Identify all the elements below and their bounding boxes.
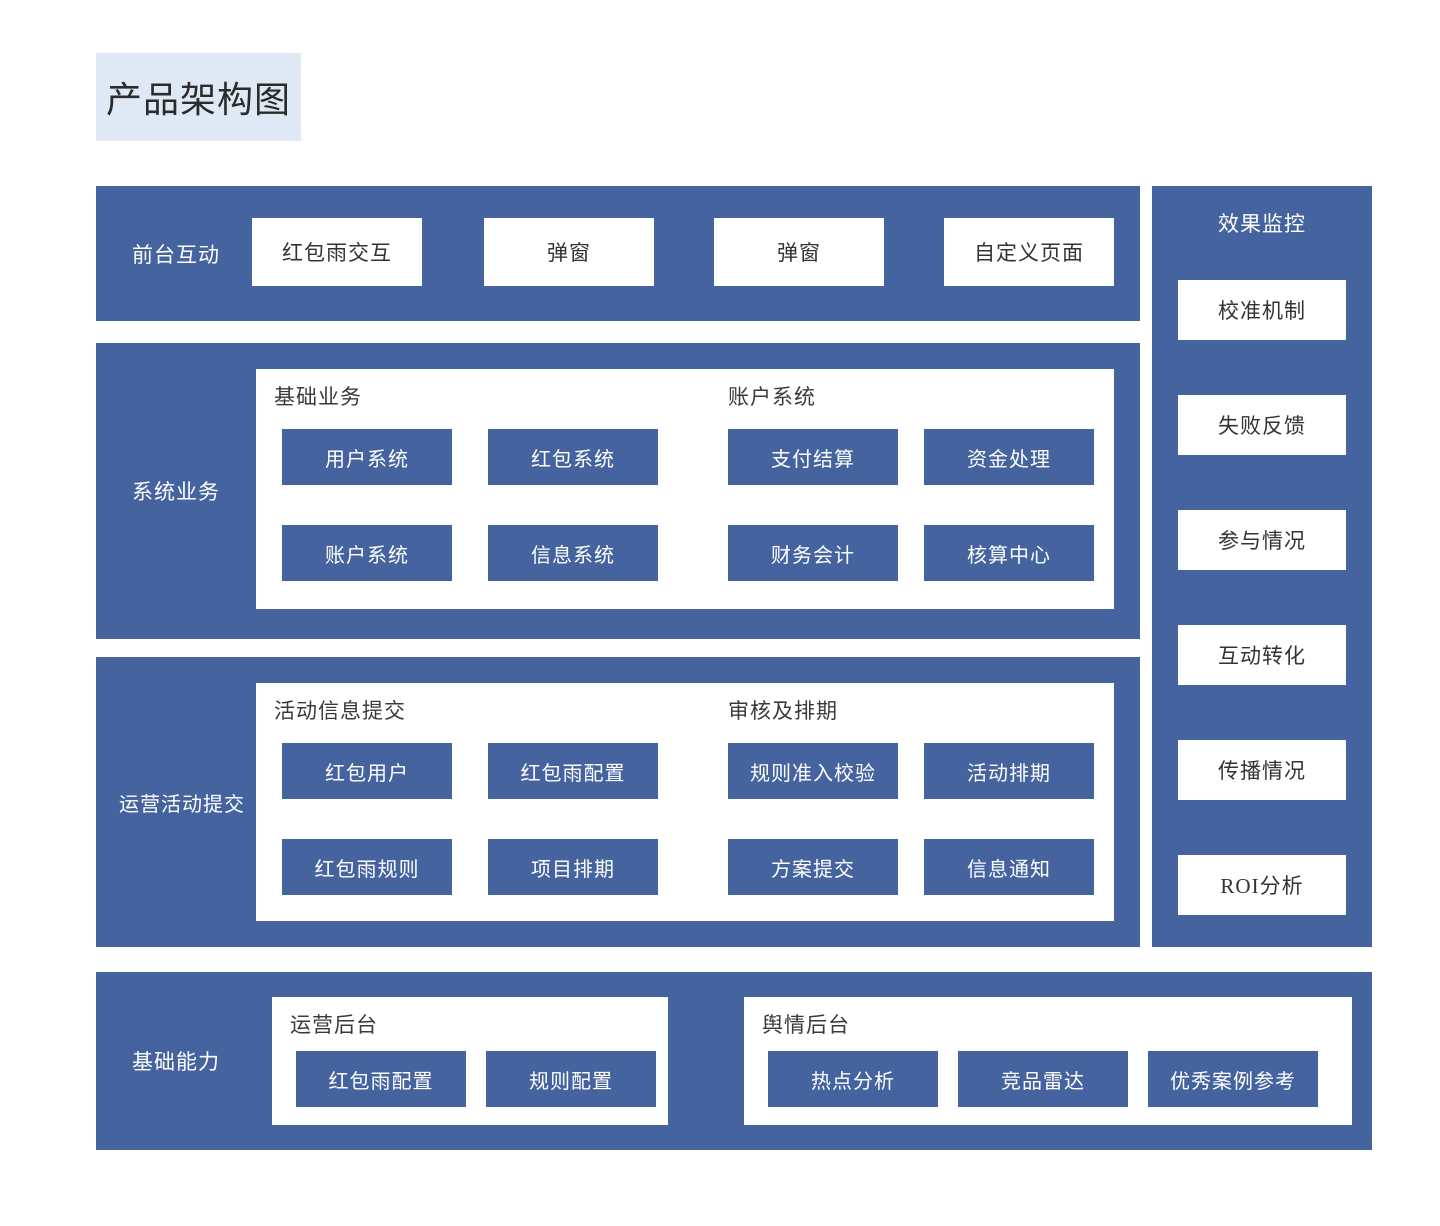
group-activity-info-submit: 活动信息提交 红包用户 红包雨配置 红包雨规则 项目排期 [256, 683, 714, 921]
tile-information-system[interactable]: 信息系统 [488, 525, 658, 581]
group-title-sentiment-backend: 舆情后台 [762, 1013, 850, 1037]
tile-hotspot-analysis[interactable]: 热点分析 [768, 1051, 938, 1107]
section-label-basic-capability: 基础能力 [132, 1050, 220, 1074]
tile-activity-schedule[interactable]: 活动排期 [924, 743, 1094, 799]
group-title-basic-business: 基础业务 [274, 385, 362, 409]
tile-redpacket-rain-rule[interactable]: 红包雨规则 [282, 839, 452, 895]
tile-excellent-case-reference[interactable]: 优秀案例参考 [1148, 1051, 1318, 1107]
tile-info-notification[interactable]: 信息通知 [924, 839, 1094, 895]
section-effect-monitoring: 效果监控 校准机制 失败反馈 参与情况 互动转化 传播情况 ROI分析 [1152, 186, 1372, 947]
tile-account-system[interactable]: 账户系统 [282, 525, 452, 581]
group-review-and-schedule: 审核及排期 规则准入校验 活动排期 方案提交 信息通知 [710, 683, 1114, 921]
tile-plan-submission[interactable]: 方案提交 [728, 839, 898, 895]
section-label-effect-monitoring: 效果监控 [1218, 212, 1306, 236]
group-sentiment-backend: 舆情后台 热点分析 竞品雷达 优秀案例参考 [744, 997, 1352, 1125]
group-title-account-system: 账户系统 [728, 385, 816, 409]
tile-user-system[interactable]: 用户系统 [282, 429, 452, 485]
group-title-review-and-schedule: 审核及排期 [728, 699, 838, 723]
tile-rule-config[interactable]: 规则配置 [486, 1051, 656, 1107]
group-title-operation-backend: 运营后台 [290, 1013, 378, 1037]
section-frontend-interaction: 前台互动 红包雨交互 弹窗 弹窗 自定义页面 [96, 186, 1140, 321]
section-operation-activity-submit: 运营活动提交 活动信息提交 红包用户 红包雨配置 红包雨规则 项目排期 审核及排… [96, 657, 1140, 947]
monitoring-card-calibration-mechanism[interactable]: 校准机制 [1178, 280, 1346, 340]
frontend-card-redpacket-rain[interactable]: 红包雨交互 [252, 218, 422, 286]
tile-rule-access-validation[interactable]: 规则准入校验 [728, 743, 898, 799]
section-label-system-business: 系统业务 [132, 480, 220, 504]
monitoring-card-failure-feedback[interactable]: 失败反馈 [1178, 395, 1346, 455]
section-basic-capability: 基础能力 运营后台 红包雨配置 规则配置 舆情后台 热点分析 竞品雷达 优秀案例… [96, 972, 1372, 1150]
group-operation-backend: 运营后台 红包雨配置 规则配置 [272, 997, 668, 1125]
tile-competitor-radar[interactable]: 竞品雷达 [958, 1051, 1128, 1107]
tile-payment-settlement[interactable]: 支付结算 [728, 429, 898, 485]
section-label-operation-activity-submit: 运营活动提交 [119, 793, 245, 816]
tile-redpacket-system[interactable]: 红包系统 [488, 429, 658, 485]
tile-fund-processing[interactable]: 资金处理 [924, 429, 1094, 485]
group-title-activity-info-submit: 活动信息提交 [274, 699, 406, 723]
tile-redpacket-rain-config[interactable]: 红包雨配置 [488, 743, 658, 799]
section-system-business: 系统业务 基础业务 用户系统 红包系统 账户系统 信息系统 账户系统 支付结算 … [96, 343, 1140, 639]
tile-redpacket-rain-config-backend[interactable]: 红包雨配置 [296, 1051, 466, 1107]
monitoring-card-interaction-conversion[interactable]: 互动转化 [1178, 625, 1346, 685]
page-title: 产品架构图 [96, 53, 301, 141]
tile-redpacket-user[interactable]: 红包用户 [282, 743, 452, 799]
frontend-card-popup-1[interactable]: 弹窗 [484, 218, 654, 286]
group-basic-business: 基础业务 用户系统 红包系统 账户系统 信息系统 [256, 369, 714, 609]
monitoring-card-participation-status[interactable]: 参与情况 [1178, 510, 1346, 570]
tile-accounting-center[interactable]: 核算中心 [924, 525, 1094, 581]
tile-project-schedule[interactable]: 项目排期 [488, 839, 658, 895]
group-account-system: 账户系统 支付结算 资金处理 财务会计 核算中心 [710, 369, 1114, 609]
tile-financial-accounting[interactable]: 财务会计 [728, 525, 898, 581]
frontend-card-popup-2[interactable]: 弹窗 [714, 218, 884, 286]
frontend-card-custom-page[interactable]: 自定义页面 [944, 218, 1114, 286]
section-label-frontend-interaction: 前台互动 [132, 242, 220, 267]
monitoring-card-spread-status[interactable]: 传播情况 [1178, 740, 1346, 800]
monitoring-card-roi-analysis[interactable]: ROI分析 [1178, 855, 1346, 915]
